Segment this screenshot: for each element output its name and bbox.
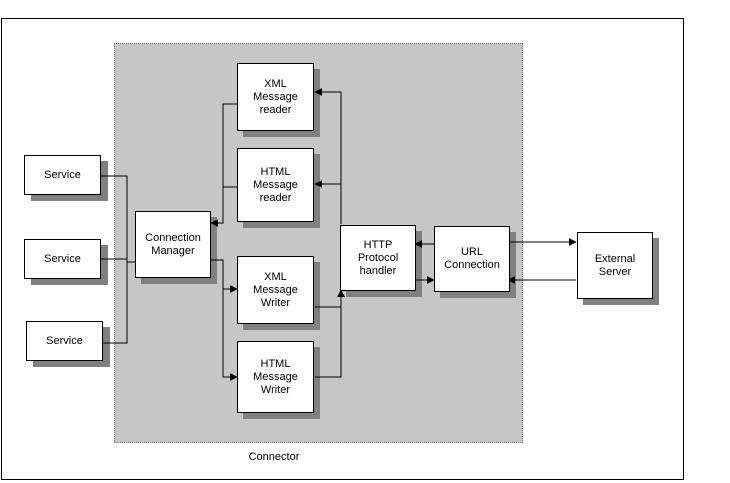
html-message-writer-node: HTML Message Writer	[237, 341, 314, 413]
service-node-3: Service	[26, 321, 103, 361]
url-connection-node: URL Connection	[434, 226, 510, 292]
connection-manager-node: Connection Manager	[135, 211, 211, 278]
reader-bus-link	[210, 103, 237, 227]
service-node-2: Service	[24, 239, 101, 279]
html-writer-to-http-link	[315, 289, 345, 378]
external-server-node: External Server	[577, 232, 653, 299]
html-writer-link	[222, 289, 238, 381]
connector-label: Connector	[248, 451, 300, 463]
xml-message-writer-node: XML Message Writer	[237, 256, 314, 324]
xml-message-reader-node: XML Message reader	[237, 63, 314, 131]
http-protocol-handler-node: HTTP Protocol handler	[340, 225, 416, 291]
xml-writer-link	[211, 259, 238, 293]
http-to-xml-reader-link	[314, 88, 342, 224]
html-message-reader-node: HTML Message reader	[237, 148, 314, 222]
service-node-1: Service	[24, 155, 101, 195]
